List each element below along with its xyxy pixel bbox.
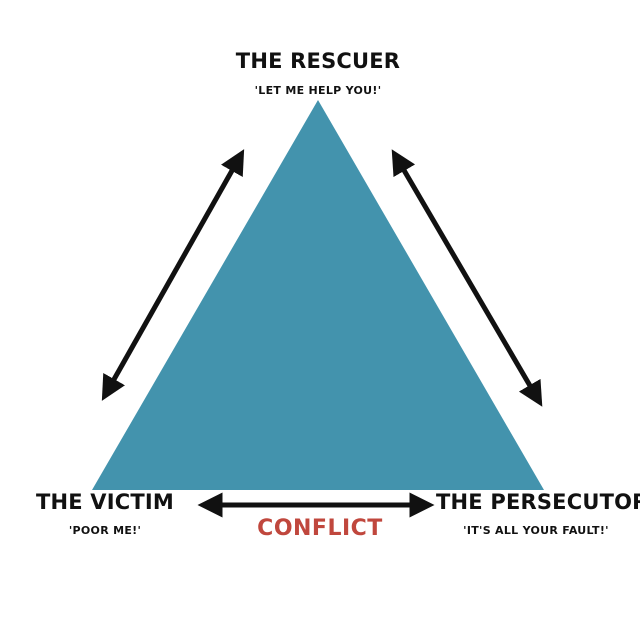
victim-quote: 'POOR ME!': [68, 524, 142, 537]
rescuer-victim-arrow: [101, 149, 245, 401]
conflict-label: CONFLICT: [257, 516, 383, 541]
victim-title: THE VICTIM: [35, 490, 175, 514]
persecutor-title: THE PERSECUTOR: [436, 490, 640, 514]
rescuer-quote: 'LET ME HELP YOU!': [254, 84, 382, 97]
rescuer-persecutor-arrow: [391, 149, 543, 407]
rescuer-title: THE RESCUER: [235, 49, 401, 73]
persecutor-quote: 'IT'S ALL YOUR FAULT!': [463, 524, 609, 537]
